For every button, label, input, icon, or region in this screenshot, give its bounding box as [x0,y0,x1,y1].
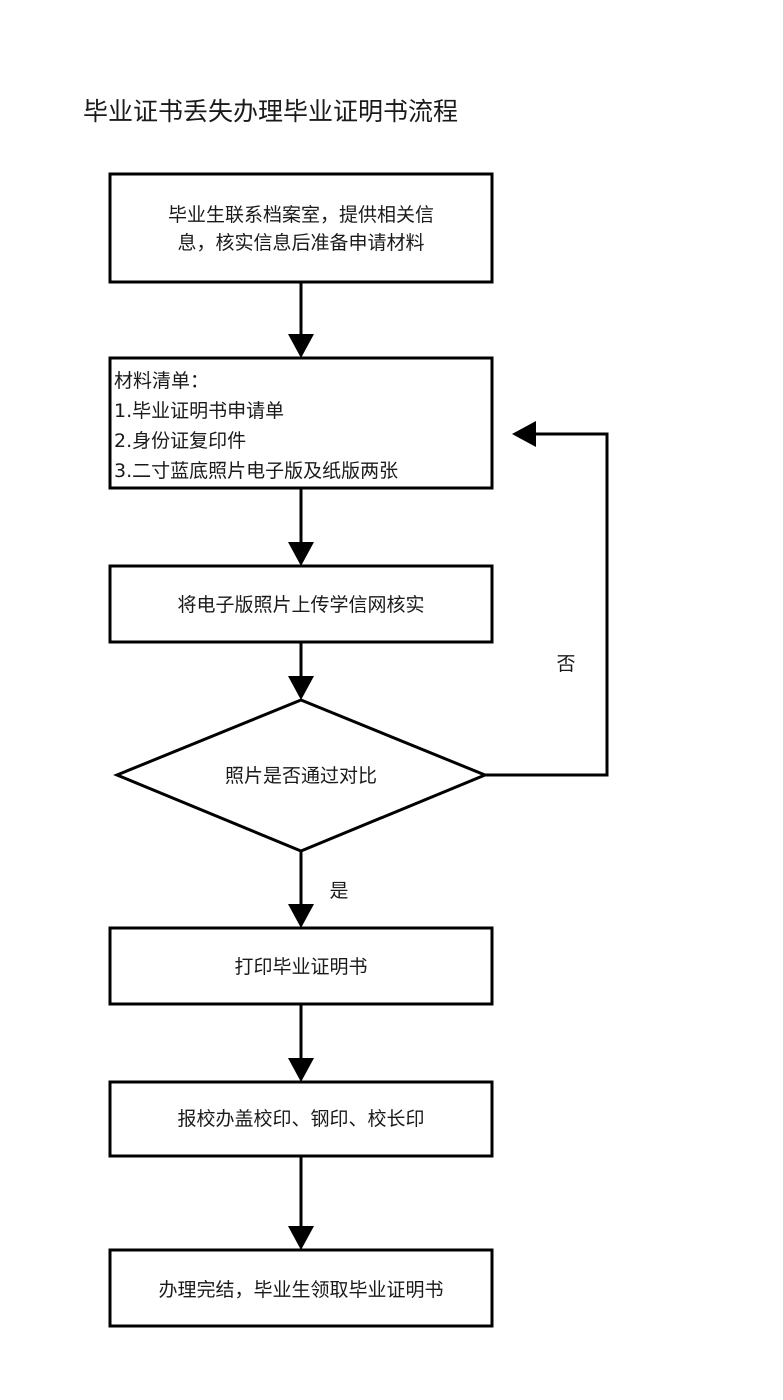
process-box [108,1248,494,1328]
arrow-connector [288,282,314,358]
step-text-line: 毕业生联系档案室，提供相关信 [168,204,434,226]
material-list-heading: 材料清单： [114,370,209,392]
arrowhead-icon [288,542,314,566]
no-label: 否 [556,653,575,675]
yes-label: 是 [329,880,348,902]
process-box [108,172,494,284]
arrowhead-icon [288,676,314,700]
step-text-line: 打印毕业证明书 [234,956,367,978]
arrowhead-icon [288,1226,314,1250]
material-list-item: 1.毕业证明书申请单 [114,400,284,422]
step-text-line: 办理完结，毕业生领取毕业证明书 [158,1279,443,1301]
process-box [108,1080,494,1158]
step-stamp-seals: 报校办盖校印、钢印、校长印 [108,1080,494,1158]
arrow-connector [288,1156,314,1250]
material-list-item: 3.二寸蓝底照片电子版及纸版两张 [114,460,398,482]
step-upload-photo: 将电子版照片上传学信网核实 [108,564,494,644]
arrowhead-icon [288,904,314,928]
decision-photo-comparison: 照片是否通过对比 [113,698,489,853]
step-complete-collect: 办理完结，毕业生领取毕业证明书 [108,1248,494,1328]
step-text-line: 报校办盖校印、钢印、校长印 [177,1108,424,1130]
decision-text: 照片是否通过对比 [225,765,377,787]
yes-branch-connector: 是 [288,851,349,928]
arrowhead-icon [512,421,536,447]
step-contact-archive: 毕业生联系档案室，提供相关信 息，核实信息后准备申请材料 [108,172,494,284]
arrowhead-icon [288,1058,314,1082]
step-text-line: 将电子版照片上传学信网核实 [177,594,424,616]
diagram-title: 毕业证书丢失办理毕业证明书流程 [83,97,458,126]
arrow-connector [288,642,314,700]
no-branch-connector: 否 [485,421,609,777]
material-list-item: 2.身份证复印件 [114,430,246,452]
process-box [108,926,494,1006]
arrow-connector [288,488,314,566]
step-print-certificate: 打印毕业证明书 [108,926,494,1006]
process-box [108,564,494,644]
step-text-line: 息，核实信息后准备申请材料 [177,232,424,254]
arrow-connector [288,1004,314,1082]
arrowhead-icon [288,334,314,358]
step-material-list: 材料清单： 1.毕业证明书申请单 2.身份证复印件 3.二寸蓝底照片电子版及纸版… [108,356,494,490]
